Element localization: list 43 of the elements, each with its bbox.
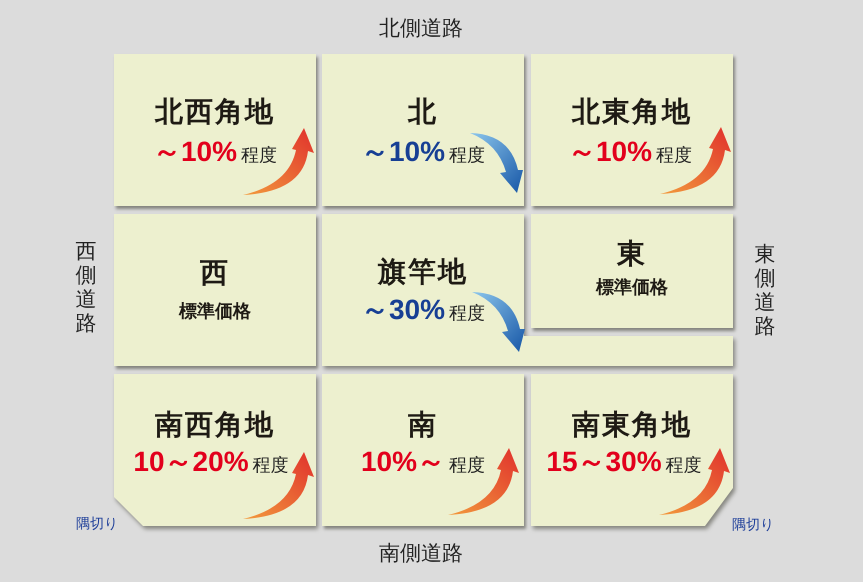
price-change: ～10% bbox=[360, 136, 446, 167]
lot-box bbox=[322, 374, 524, 526]
price-change: ～10% bbox=[152, 136, 238, 167]
corner-cut-lot-box bbox=[114, 374, 316, 526]
price-note: 程度 bbox=[252, 455, 289, 476]
lot-name: 南 bbox=[408, 408, 438, 441]
lot-name: 北 bbox=[408, 95, 438, 128]
road-label: 北側道路 bbox=[379, 15, 463, 41]
price-change: ～30% bbox=[360, 294, 446, 325]
lot-name: 南西角地 bbox=[155, 408, 275, 441]
price-label: 標準価格 bbox=[179, 301, 251, 322]
price-note: 程度 bbox=[656, 145, 692, 166]
lot-name: 旗竿地 bbox=[378, 255, 468, 288]
lot-box bbox=[114, 214, 316, 366]
lot-name: 北西角地 bbox=[155, 95, 275, 128]
direction-arrow bbox=[241, 126, 315, 198]
price-change: 10%～ bbox=[360, 446, 446, 477]
flag-lot-box bbox=[322, 214, 733, 366]
corner-cut-label: 隅切り bbox=[732, 516, 774, 534]
price-note: 程度 bbox=[449, 303, 486, 324]
lot-name: 東 bbox=[617, 237, 647, 270]
price-note: 程度 bbox=[241, 145, 278, 166]
price-label: 標準価格 bbox=[596, 277, 668, 298]
lot-box bbox=[531, 54, 733, 206]
lot-box bbox=[531, 214, 733, 328]
price-change: ～10% bbox=[568, 136, 652, 167]
price-note: 程度 bbox=[449, 145, 486, 166]
lot-name: 北東角地 bbox=[572, 95, 692, 128]
lot-name: 西 bbox=[200, 256, 230, 289]
road-label: 東側道路 bbox=[754, 242, 776, 338]
road-label: 西側道路 bbox=[75, 239, 97, 335]
price-note: 程度 bbox=[449, 455, 486, 476]
corner-cut-label: 隅切り bbox=[76, 515, 118, 533]
direction-arrow bbox=[446, 446, 520, 518]
price-note: 程度 bbox=[666, 455, 702, 476]
lot-name: 南東角地 bbox=[572, 408, 692, 441]
price-change: 10～20% bbox=[133, 446, 249, 477]
corner-cut-lot-box bbox=[531, 374, 733, 526]
direction-arrow bbox=[658, 125, 732, 197]
lot-box bbox=[322, 54, 524, 206]
lot-box bbox=[114, 54, 316, 206]
road-label: 南側道路 bbox=[379, 540, 463, 566]
price-change: 15～30% bbox=[546, 446, 662, 477]
